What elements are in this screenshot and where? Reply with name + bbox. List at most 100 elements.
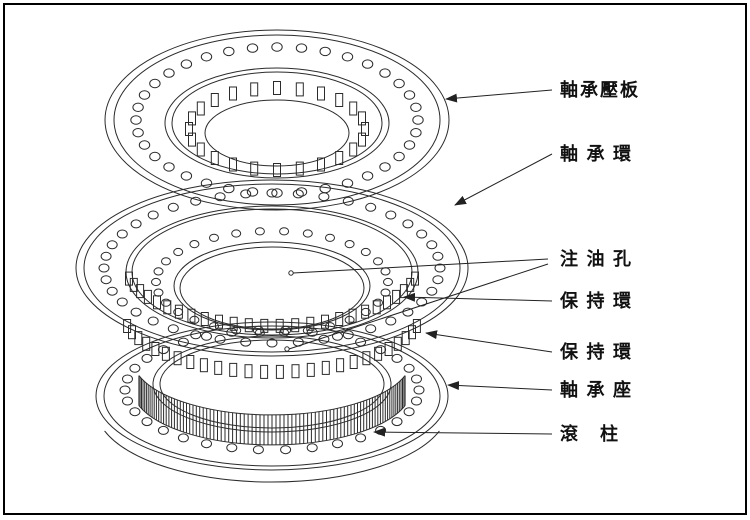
label-bearing-ring: 軸 承 環 (560, 143, 633, 164)
bolt-hole (325, 233, 335, 242)
bearing-ring-outer-edge (75, 179, 469, 357)
bolt-hole (119, 385, 131, 395)
cage-pocket (273, 163, 281, 177)
bolt-hole (116, 229, 128, 239)
leader-retainer-lower (425, 330, 553, 353)
bolt-hole (223, 183, 235, 194)
bolt-hole (380, 267, 391, 276)
cage-pocket (335, 312, 344, 326)
bolt-hole (252, 445, 264, 455)
bolt-hole (342, 330, 354, 340)
bolt-hole (200, 178, 213, 188)
cage-pocket (335, 151, 344, 165)
bolt-hole (379, 68, 391, 78)
bolt-hole (393, 78, 405, 89)
cage-pocket (393, 336, 402, 351)
cage-pocket (358, 132, 366, 147)
bolt-hole (147, 316, 159, 326)
pressure-plate-drawing (104, 29, 450, 211)
cage-pocket (229, 362, 238, 377)
bolt-hole (214, 192, 226, 202)
cage-pocket (306, 362, 315, 377)
bolt-hole (391, 353, 403, 363)
cage-pocket (392, 289, 401, 304)
label-bearing-pressure-plate: 軸承壓板 (560, 79, 640, 100)
cage-pocket (401, 331, 410, 346)
label-roller: 滾 柱 (560, 423, 620, 444)
bolt-hole (361, 59, 374, 69)
bolt-hole (201, 331, 212, 341)
rim-edge (179, 246, 365, 330)
bolt-hole (106, 240, 118, 250)
cage-pocket (174, 304, 183, 319)
bolt-hole (201, 439, 212, 449)
cage-pocket (187, 308, 196, 323)
bolt-hole (393, 151, 405, 162)
bolt-hole (412, 115, 424, 125)
bolt-hole (432, 275, 444, 285)
bolt-hole (306, 443, 318, 453)
bolt-hole (177, 433, 189, 443)
label-retainer-ring-upper: 保 持 環 (559, 290, 633, 311)
bolt-hole (157, 345, 169, 355)
leader-bearing-seat (447, 381, 553, 391)
part-labels: 軸承壓板 軸 承 環 注 油 孔 保 持 環 保 持 環 軸 承 座 滾 柱 (559, 79, 640, 444)
cage-pocket (210, 93, 219, 107)
bolt-hole (432, 251, 444, 261)
rim-edge (171, 71, 383, 175)
cage-pocket (336, 358, 345, 373)
leader-retainer-upper (403, 292, 553, 302)
cage-pocket (143, 289, 152, 304)
bolt-hole (130, 307, 142, 317)
cage-pocket (321, 360, 330, 375)
bolt-hole (149, 151, 161, 162)
rim-edge (113, 34, 441, 206)
bolt-hole (226, 327, 238, 337)
rim-edge (83, 183, 461, 353)
bolt-hole (332, 439, 343, 449)
bolt-hole (341, 178, 354, 188)
bolt-hole (426, 240, 438, 250)
cage-pocket (260, 364, 269, 379)
leader-oil-hole-upper (292, 258, 549, 274)
bolt-hole (98, 263, 110, 273)
bolt-hole (200, 52, 213, 62)
bolt-hole (122, 374, 133, 384)
rim-edge (103, 325, 441, 467)
bolt-hole (226, 443, 238, 453)
bolt-hole (189, 240, 200, 249)
bolt-hole (223, 46, 235, 57)
cage-pocket (196, 142, 205, 157)
bolt-hole (295, 187, 308, 197)
bolt-hole (240, 337, 252, 347)
cage-pocket (250, 161, 259, 176)
bolt-hole (403, 407, 415, 417)
bolt-hole (122, 396, 133, 406)
bolt-hole (375, 425, 387, 435)
bolt-hole (161, 298, 171, 307)
bolt-hole (271, 188, 283, 198)
bolt-hole (332, 331, 343, 341)
bolt-hole (385, 210, 397, 220)
bolt-hole (416, 229, 428, 239)
cage-pocket (200, 312, 209, 326)
rim-edge (204, 99, 350, 167)
cage-pocket (215, 314, 223, 329)
cage-pocket (317, 157, 325, 172)
seat-outer-edge (95, 321, 449, 471)
figure-border (3, 3, 747, 515)
rim-edge (125, 205, 419, 339)
cage-pocket (358, 111, 366, 126)
bolt-hole (355, 337, 367, 347)
bolt-hole (319, 183, 331, 194)
bolt-hole (280, 445, 292, 455)
cage-pocket (295, 82, 304, 97)
bolt-hole (380, 288, 391, 297)
bolt-hole (138, 140, 151, 150)
rim-edge (131, 208, 413, 336)
bolt-hole (173, 247, 184, 257)
bolt-hole (209, 233, 219, 242)
cage-pocket (348, 308, 357, 323)
bolt-hole (344, 240, 355, 249)
bolt-hole (318, 192, 330, 202)
